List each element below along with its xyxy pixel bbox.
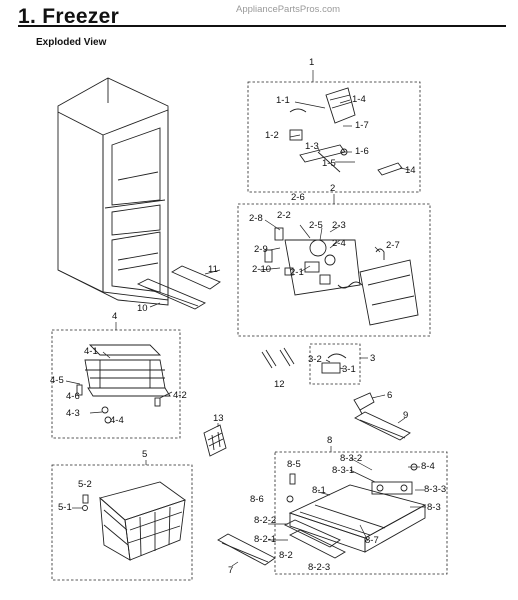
- callout-3: 3: [370, 353, 376, 364]
- callout-8-2-2: 8-2-2: [254, 515, 277, 526]
- callout-8-5: 8-5: [287, 459, 301, 470]
- callout-8-3: 8-3: [427, 502, 441, 513]
- callout-3-2: 3-2: [308, 354, 322, 365]
- section-subtitle: Exploded View: [36, 37, 107, 48]
- callout-4-2: 4-2: [173, 390, 187, 401]
- callout-5-2: 5-2: [78, 479, 92, 490]
- callout-10: 10: [137, 303, 148, 314]
- callout-8-1: 8-1: [312, 485, 326, 496]
- callout-5: 5: [142, 449, 148, 460]
- callout-2-2: 2-2: [277, 210, 291, 221]
- callout-8-2: 8-2: [279, 550, 293, 561]
- callout-2-3: 2-3: [332, 220, 346, 231]
- callout-12: 12: [274, 379, 285, 390]
- title-rule: [18, 25, 506, 27]
- callout-6: 6: [387, 390, 393, 401]
- callout-8-6: 8-6: [250, 494, 264, 505]
- callout-4: 4: [112, 311, 118, 322]
- callout-2-5: 2-5: [309, 220, 323, 231]
- callout-8-3-3: 8-3-3: [424, 484, 447, 495]
- callout-1-4: 1-4: [352, 94, 366, 105]
- rail-11: [171, 265, 221, 290]
- callout-3-1: 3-1: [342, 364, 356, 375]
- part-13: [203, 423, 227, 457]
- callout-2-7: 2-7: [386, 240, 400, 251]
- callout-14: 14: [405, 165, 416, 176]
- callout-8-7: 8-7: [365, 535, 379, 546]
- callout-2-8: 2-8: [249, 213, 263, 224]
- callout-1-1: 1-1: [276, 95, 290, 106]
- callout-8-2-1: 8-2-1: [254, 534, 277, 545]
- assembly-1-box: [247, 70, 421, 193]
- callout-9: 9: [403, 410, 409, 421]
- callout-1-6: 1-6: [355, 146, 369, 157]
- callout-2-6: 2-6: [291, 192, 305, 203]
- callout-1: 1: [309, 57, 315, 68]
- callout-7: 7: [228, 565, 234, 576]
- part-9: [354, 411, 411, 441]
- callout-11: 11: [208, 264, 218, 275]
- callout-1-3: 1-3: [305, 141, 319, 152]
- callout-4-5: 4-5: [50, 375, 64, 386]
- callout-4-6: 4-6: [66, 391, 80, 402]
- assembly-2-box: [237, 194, 431, 337]
- callout-2-4: 2-4: [332, 238, 346, 249]
- part-6: [353, 392, 386, 415]
- callout-1-2: 1-2: [265, 130, 279, 141]
- callout-8: 8: [327, 435, 333, 446]
- assembly-4-box: [51, 322, 181, 439]
- part-12: [261, 347, 295, 369]
- rail-10: [136, 278, 206, 310]
- watermark: AppliancePartsPros.com: [236, 4, 341, 15]
- callout-8-2-3: 8-2-3: [308, 562, 331, 573]
- callout-2-9: 2-9: [254, 244, 268, 255]
- refrigerator-cabinet: [57, 77, 169, 306]
- callout-2-10: 2-10: [252, 264, 272, 275]
- callout-4-1: 4-1: [84, 346, 98, 357]
- part-14: [377, 162, 411, 176]
- callout-4-4: 4-4: [110, 415, 124, 426]
- callout-8-3-1: 8-3-1: [332, 465, 355, 476]
- callout-2-1: 2-1: [290, 267, 304, 278]
- page-title: 1. Freezer: [18, 5, 120, 28]
- callout-1-7: 1-7: [355, 120, 369, 131]
- callout-13: 13: [213, 413, 224, 424]
- callout-2: 2: [330, 183, 336, 194]
- callout-1-5: 1-5: [322, 158, 336, 169]
- callout-8-3-2: 8-3-2: [340, 453, 363, 464]
- assembly-3-box: [309, 343, 368, 385]
- assembly-5-box: [51, 460, 193, 581]
- callout-5-1: 5-1: [58, 502, 72, 513]
- callout-8-4: 8-4: [421, 461, 435, 472]
- callout-4-3: 4-3: [66, 408, 80, 419]
- assembly-8-box: [268, 446, 448, 575]
